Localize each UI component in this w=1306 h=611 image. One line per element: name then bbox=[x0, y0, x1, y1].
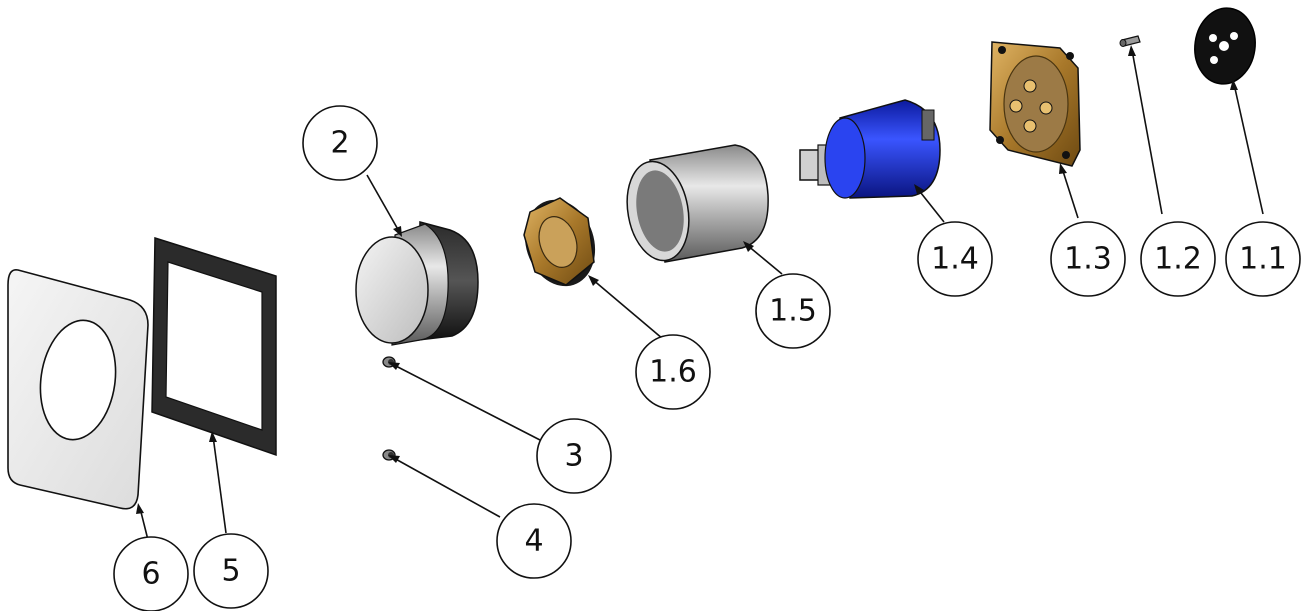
callout-1-6: 1.6 bbox=[635, 334, 711, 410]
part-1-4-cartridge bbox=[799, 99, 941, 199]
callout-2: 2 bbox=[302, 105, 378, 181]
part-1-3-flange bbox=[989, 41, 1081, 167]
callout-4-label: 4 bbox=[524, 524, 543, 559]
callout-6: 6 bbox=[113, 536, 189, 611]
part-2-knob bbox=[355, 221, 479, 346]
callout-1-4-label: 1.4 bbox=[931, 242, 979, 277]
callout-5-label: 5 bbox=[221, 554, 240, 589]
part-5-gasket bbox=[151, 236, 277, 457]
callout-5: 5 bbox=[193, 533, 269, 609]
callout-1-5-label: 1.5 bbox=[769, 294, 817, 329]
callout-1-2-label: 1.2 bbox=[1154, 242, 1202, 277]
callout-1-5: 1.5 bbox=[755, 273, 831, 349]
part-1-5-sleeve bbox=[626, 144, 769, 263]
callout-2-label: 2 bbox=[330, 126, 349, 161]
callout-1-6-label: 1.6 bbox=[649, 355, 697, 390]
part-1-2-pin bbox=[1119, 35, 1141, 47]
part-1-6-hex-nut bbox=[523, 197, 596, 287]
callout-1-3-label: 1.3 bbox=[1064, 242, 1112, 277]
callout-1-1: 1.1 bbox=[1225, 221, 1301, 297]
callout-1-2: 1.2 bbox=[1140, 221, 1216, 297]
callout-1-4: 1.4 bbox=[917, 221, 993, 297]
callout-6-label: 6 bbox=[141, 557, 160, 592]
leader-lines bbox=[136, 45, 1264, 541]
part-1-1-seal bbox=[1194, 7, 1256, 85]
callout-3-label: 3 bbox=[564, 439, 583, 474]
callout-1-1-label: 1.1 bbox=[1239, 242, 1287, 277]
callout-1-3: 1.3 bbox=[1050, 221, 1126, 297]
callout-4: 4 bbox=[496, 503, 572, 579]
callout-3: 3 bbox=[536, 418, 612, 494]
part-6-cover-plate bbox=[7, 268, 149, 510]
